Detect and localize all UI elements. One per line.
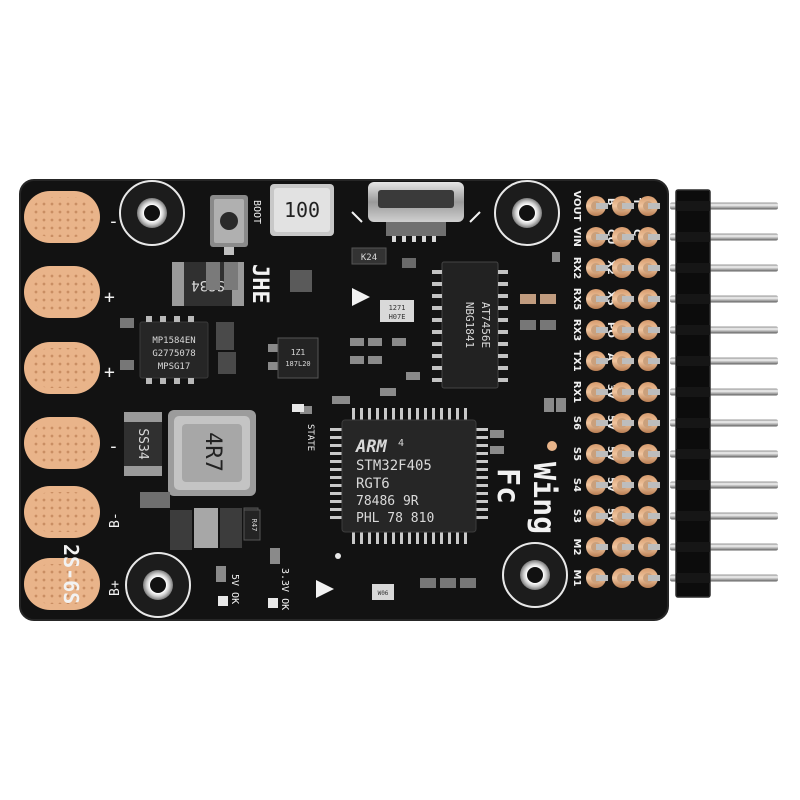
header-row xyxy=(586,568,778,588)
board-name-line1: Wing xyxy=(526,462,561,534)
inductor-small: 100 xyxy=(270,184,334,236)
maker-logo: JHE xyxy=(247,264,272,304)
pad-1 xyxy=(24,191,100,243)
pin-label: 5V xyxy=(605,446,616,461)
pin-label: C xyxy=(631,229,642,236)
pin-label: PO xyxy=(605,322,616,338)
svg-text:K24: K24 xyxy=(361,253,377,263)
pad-4 xyxy=(24,417,100,469)
header-row-label: VIN xyxy=(571,227,582,247)
pad-2 xyxy=(24,266,100,318)
pad-label-1: - xyxy=(108,211,119,232)
led-3v3 xyxy=(268,598,278,608)
svg-text:STM32F405: STM32F405 xyxy=(356,458,432,474)
pin-label: 5V xyxy=(605,508,616,523)
pin-label: 5V xyxy=(605,415,616,430)
svg-text:78486 9R: 78486 9R xyxy=(356,494,419,509)
header-row-label: RX3 xyxy=(571,319,582,341)
power-pads xyxy=(24,191,100,610)
voltage-rating: 2S-6S xyxy=(59,544,83,604)
svg-text:W06: W06 xyxy=(378,590,389,597)
pin-label: 5V xyxy=(605,477,616,492)
pad-label-4: - xyxy=(108,436,119,457)
pin-label: 3V xyxy=(605,384,616,399)
small-chip-bottom: W06 xyxy=(372,584,394,600)
svg-text:100: 100 xyxy=(284,198,320,222)
header-row-label: TX1 xyxy=(571,350,582,372)
pin-label: X2 xyxy=(605,260,616,275)
header-row-label: M1 xyxy=(571,570,582,587)
imu-chip: 1Z1 187L20 xyxy=(277,337,319,379)
regulator-chip: MP1584EN G2775078 MPSG17 xyxy=(139,316,209,384)
header-row-label: S5 xyxy=(571,447,582,461)
led-3v3-label: 3.3V OK xyxy=(279,568,290,610)
led-5v-label: 5V OK xyxy=(229,574,240,604)
pad-label-5: B- xyxy=(108,512,123,528)
mosfet: R47 xyxy=(243,509,261,541)
svg-text:MPSG17: MPSG17 xyxy=(158,362,191,372)
pin-label: X5 xyxy=(605,291,616,306)
state-led xyxy=(292,404,304,412)
state-label: STATE xyxy=(305,424,315,451)
svg-text:H07E: H07E xyxy=(389,313,406,321)
arrow-mark-bottom xyxy=(316,580,334,598)
svg-text:AT7456E: AT7456E xyxy=(479,302,492,348)
pin-label: CU xyxy=(605,229,616,244)
svg-text:1271: 1271 xyxy=(389,304,406,312)
led-5v xyxy=(218,596,228,606)
usb-connector xyxy=(368,182,464,242)
svg-text:PHL 78 810: PHL 78 810 xyxy=(356,511,434,526)
svg-text:4R7: 4R7 xyxy=(200,432,225,472)
header-row: CU C xyxy=(586,227,778,247)
header-row-label: S6 xyxy=(571,416,582,430)
svg-text:187L20: 187L20 xyxy=(285,360,310,368)
header-row-label: RX2 xyxy=(571,257,582,279)
board-name-line2: Fc xyxy=(490,468,525,504)
svg-text:1Z1: 1Z1 xyxy=(291,348,306,357)
inductor-large: 4R7 xyxy=(168,410,256,496)
header-row-label: VOUT xyxy=(571,190,582,221)
pad-label-6: B+ xyxy=(108,580,123,596)
barometer-chip: 1271 H07E xyxy=(380,300,414,322)
diode-ss34-side: SS34 xyxy=(124,412,162,476)
svg-text:NBG1841: NBG1841 xyxy=(463,302,476,348)
svg-text:ARM: ARM xyxy=(355,437,387,457)
pad-5 xyxy=(24,486,100,538)
boot-button xyxy=(210,195,248,255)
pin-label: B xyxy=(605,198,616,206)
mcu-chip: ARM 4 STM32F405 RGT6 78486 9R PHL 78 810 xyxy=(330,408,488,559)
osd-chip: AT7456E NBG1841 xyxy=(432,261,508,389)
pad-6 xyxy=(24,558,100,610)
pin-label: T xyxy=(631,198,642,205)
pad-label-3: + xyxy=(104,362,115,383)
pin-label: A xyxy=(605,353,616,361)
header-row-label: RX5 xyxy=(571,288,582,310)
header-row: 3V xyxy=(586,382,778,402)
header-row-label: RX1 xyxy=(571,381,582,403)
crystal: K24 xyxy=(351,247,387,265)
boot-label: BOOT xyxy=(251,200,262,224)
svg-text:G2775078: G2775078 xyxy=(152,349,195,359)
svg-text:R47: R47 xyxy=(250,519,258,532)
svg-text:4: 4 xyxy=(398,438,404,449)
svg-text:RGT6: RGT6 xyxy=(356,476,390,492)
header-row-label: S4 xyxy=(571,478,582,492)
header-row-label: S3 xyxy=(571,509,582,523)
pad-3 xyxy=(24,342,100,394)
pad-label-2: + xyxy=(104,287,115,308)
mounting-holes xyxy=(119,180,568,618)
svg-text:MP1584EN: MP1584EN xyxy=(152,336,195,346)
arrow-mark-top xyxy=(352,288,370,306)
svg-text:SS34: SS34 xyxy=(135,428,150,459)
header-row-label: M2 xyxy=(571,539,582,556)
